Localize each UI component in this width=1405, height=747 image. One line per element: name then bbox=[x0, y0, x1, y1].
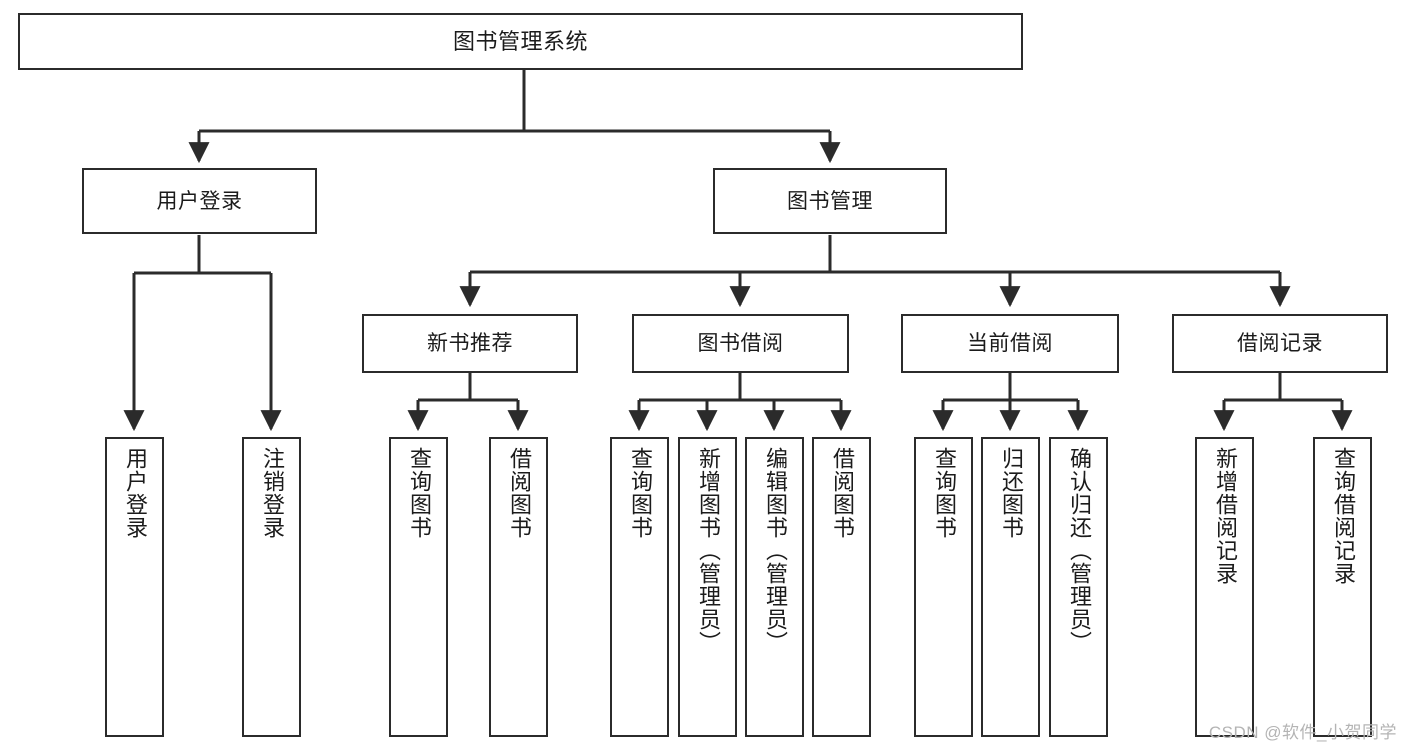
node-leaf-query-book-2[interactable]: 查询图书 bbox=[610, 437, 669, 737]
node-new-book-recommend[interactable]: 新书推荐 bbox=[362, 314, 578, 373]
node-leaf-return-book[interactable]: 归还图书 bbox=[981, 437, 1040, 737]
node-current-borrow[interactable]: 当前借阅 bbox=[901, 314, 1119, 373]
node-leaf-query-record[interactable]: 查询借阅记录 bbox=[1313, 437, 1372, 737]
node-leaf-borrow-book-2[interactable]: 借阅图书 bbox=[812, 437, 871, 737]
node-leaf-add-record-label: 新增借阅记录 bbox=[1212, 447, 1238, 585]
node-leaf-user-logout[interactable]: 注销登录 bbox=[242, 437, 301, 737]
node-leaf-confirm-return-label: 确认归还（管理员） bbox=[1066, 447, 1092, 654]
node-leaf-add-record[interactable]: 新增借阅记录 bbox=[1195, 437, 1254, 737]
node-user-login-label: 用户登录 bbox=[156, 189, 243, 213]
node-leaf-add-book-label: 新增图书（管理员） bbox=[695, 447, 721, 654]
node-leaf-user-login-label: 用户登录 bbox=[122, 447, 148, 539]
node-user-login[interactable]: 用户登录 bbox=[82, 168, 317, 234]
node-leaf-edit-book[interactable]: 编辑图书（管理员） bbox=[745, 437, 804, 737]
node-borrow-record-label: 借阅记录 bbox=[1237, 332, 1323, 355]
node-leaf-user-login[interactable]: 用户登录 bbox=[105, 437, 164, 737]
node-leaf-query-book-1[interactable]: 查询图书 bbox=[389, 437, 448, 737]
watermark-text: CSDN @软件_小贺同学 bbox=[1208, 723, 1397, 742]
node-leaf-query-book-3[interactable]: 查询图书 bbox=[914, 437, 973, 737]
node-root[interactable]: 图书管理系统 bbox=[18, 13, 1023, 70]
node-leaf-user-logout-label: 注销登录 bbox=[259, 447, 285, 539]
node-leaf-edit-book-label: 编辑图书（管理员） bbox=[762, 447, 788, 654]
node-leaf-confirm-return[interactable]: 确认归还（管理员） bbox=[1049, 437, 1108, 737]
node-current-borrow-label: 当前借阅 bbox=[967, 332, 1053, 355]
node-leaf-return-book-label: 归还图书 bbox=[998, 447, 1024, 539]
node-leaf-query-book-3-label: 查询图书 bbox=[931, 447, 957, 539]
node-book-borrow-label: 图书借阅 bbox=[697, 332, 784, 355]
node-book-borrow[interactable]: 图书借阅 bbox=[632, 314, 849, 373]
node-leaf-query-book-1-label: 查询图书 bbox=[406, 447, 432, 539]
node-leaf-add-book[interactable]: 新增图书（管理员） bbox=[678, 437, 737, 737]
node-leaf-borrow-book-2-label: 借阅图书 bbox=[829, 447, 855, 539]
node-new-book-recommend-label: 新书推荐 bbox=[427, 332, 513, 355]
node-leaf-borrow-book-1-label: 借阅图书 bbox=[506, 447, 532, 539]
node-root-label: 图书管理系统 bbox=[452, 28, 588, 54]
node-leaf-query-book-2-label: 查询图书 bbox=[627, 447, 653, 539]
node-borrow-record[interactable]: 借阅记录 bbox=[1172, 314, 1388, 373]
node-leaf-query-record-label: 查询借阅记录 bbox=[1330, 447, 1356, 585]
node-book-manage[interactable]: 图书管理 bbox=[713, 168, 947, 234]
node-leaf-borrow-book-1[interactable]: 借阅图书 bbox=[489, 437, 548, 737]
node-book-manage-label: 图书管理 bbox=[787, 189, 873, 213]
